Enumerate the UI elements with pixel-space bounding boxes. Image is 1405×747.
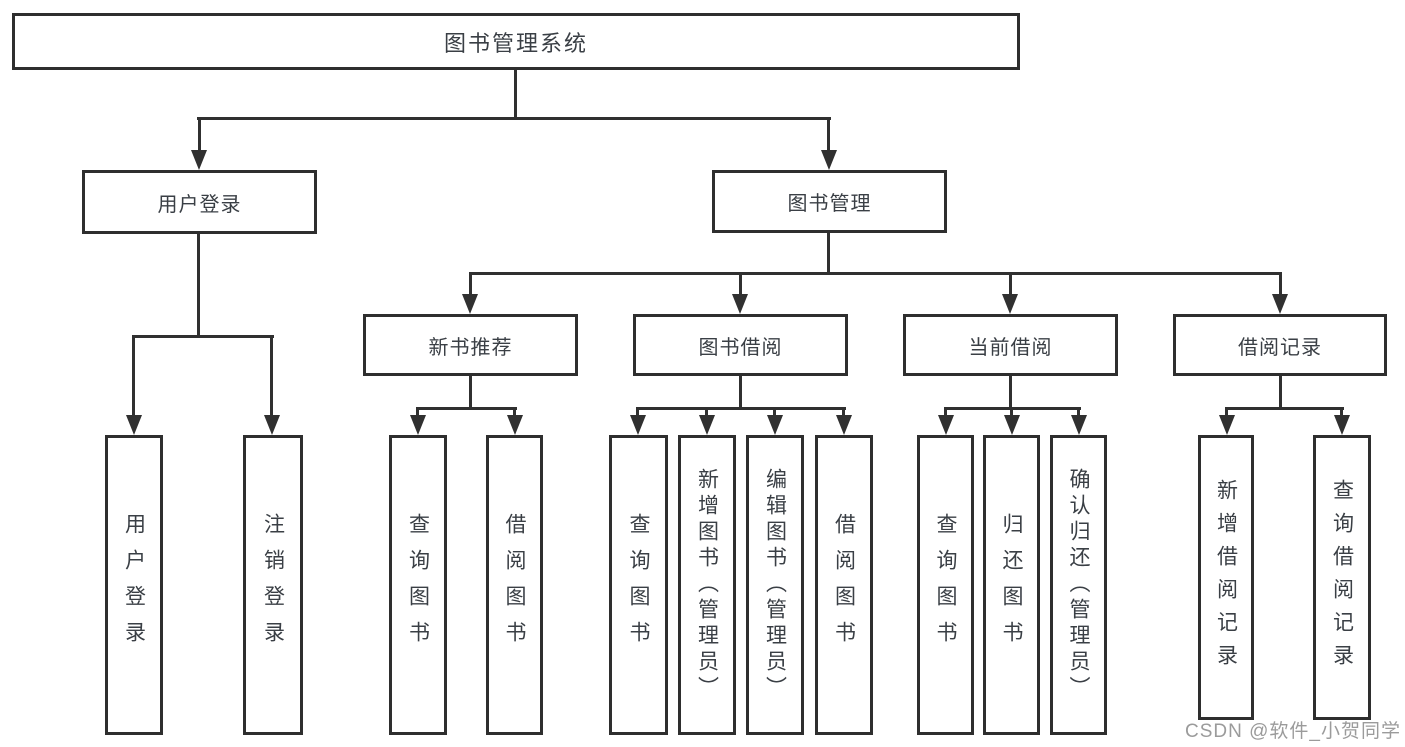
connector-line [842, 407, 845, 417]
node-label: 归还图书 [1000, 513, 1023, 657]
node-label: 查询图书 [406, 513, 430, 657]
node-label: 借阅图书 [832, 513, 856, 657]
arrow-down-icon [410, 415, 426, 435]
node-label: 借阅图书 [503, 513, 526, 657]
node-book-management: 图书管理 [712, 170, 947, 233]
node-label: 确认归还（管理员） [1067, 468, 1090, 702]
watermark: CSDN @软件_小贺同学 [1185, 721, 1401, 742]
connector-line [1279, 272, 1282, 296]
node-label: 新增图书（管理员） [695, 468, 719, 702]
node-new-book-recommend: 新书推荐 [363, 314, 578, 376]
arrow-down-icon [1219, 415, 1235, 435]
node-leaf-logout: 注销登录 [243, 435, 303, 735]
arrow-down-icon [507, 415, 523, 435]
connector-line [739, 272, 742, 296]
node-user-login: 用户登录 [82, 170, 317, 234]
connector-line [1077, 407, 1080, 417]
connector-line [636, 407, 846, 410]
connector-line [132, 335, 135, 417]
connector-line [416, 407, 517, 410]
node-leaf-user-login: 用户登录 [105, 435, 163, 735]
connector-line [1009, 376, 1012, 410]
arrow-down-icon [1272, 294, 1288, 314]
arrow-down-icon [836, 415, 852, 435]
arrow-down-icon [1002, 294, 1018, 314]
node-root: 图书管理系统 [12, 13, 1020, 70]
node-leaf-query-book-2: 查询图书 [609, 435, 668, 735]
node-label: 查询图书 [934, 513, 957, 657]
node-leaf-query-book-1: 查询图书 [389, 435, 447, 735]
arrow-down-icon [732, 294, 748, 314]
arrow-down-icon [938, 415, 954, 435]
connector-line [469, 272, 472, 296]
arrow-down-icon [126, 415, 142, 435]
arrow-down-icon [821, 150, 837, 170]
node-leaf-add-book: 新增图书（管理员） [678, 435, 736, 735]
node-borrow-records: 借阅记录 [1173, 314, 1387, 376]
connector-line [469, 376, 472, 410]
arrow-down-icon [767, 415, 783, 435]
node-leaf-query-book-3: 查询图书 [917, 435, 974, 735]
arrow-down-icon [1004, 415, 1020, 435]
node-leaf-return-book: 归还图书 [983, 435, 1040, 735]
arrow-down-icon [1071, 415, 1087, 435]
connector-line [1340, 407, 1343, 417]
connector-line [1010, 407, 1013, 417]
node-book-borrow: 图书借阅 [633, 314, 848, 376]
connector-line [827, 117, 830, 152]
node-leaf-query-record: 查询借阅记录 [1313, 435, 1371, 720]
arrow-down-icon [1334, 415, 1350, 435]
node-root-label: 图书管理系统 [443, 30, 588, 56]
node-leaf-confirm-return: 确认归还（管理员） [1050, 435, 1107, 735]
connector-line [513, 407, 516, 417]
connector-line [827, 233, 830, 275]
connector-line [705, 407, 708, 417]
node-label: 当前借阅 [968, 336, 1053, 359]
connector-line [1279, 376, 1282, 410]
connector-line [197, 234, 200, 338]
connector-line [1009, 272, 1012, 296]
node-label: 编辑图书（管理员） [763, 468, 787, 702]
node-label: 查询借阅记录 [1330, 478, 1354, 677]
node-label: 注销登录 [261, 513, 285, 657]
arrow-down-icon [191, 150, 207, 170]
connector-line [773, 407, 776, 417]
node-label: 图书管理 [787, 193, 872, 215]
connector-line [1225, 407, 1228, 417]
arrow-down-icon [264, 415, 280, 435]
node-leaf-edit-book: 编辑图书（管理员） [746, 435, 804, 735]
arrow-down-icon [699, 415, 715, 435]
connector-line [270, 335, 273, 417]
connector-line [198, 117, 201, 152]
connector-line [514, 70, 517, 118]
connector-line [944, 407, 947, 417]
node-label: 用户登录 [157, 193, 242, 216]
node-label: 新增借阅记录 [1214, 478, 1238, 677]
arrow-down-icon [630, 415, 646, 435]
node-label: 借阅记录 [1238, 336, 1322, 359]
node-leaf-borrow-book-2: 借阅图书 [815, 435, 873, 735]
node-label: 用户登录 [122, 513, 146, 657]
connector-line [132, 335, 274, 338]
node-current-borrow: 当前借阅 [903, 314, 1118, 376]
connector-line [469, 272, 1282, 275]
node-label: 新书推荐 [428, 336, 513, 359]
node-leaf-add-record: 新增借阅记录 [1198, 435, 1254, 720]
connector-line [416, 407, 419, 417]
connector-line [1225, 407, 1344, 410]
arrow-down-icon [462, 294, 478, 314]
node-leaf-borrow-book-1: 借阅图书 [486, 435, 543, 735]
connector-line [636, 407, 639, 417]
connector-line [739, 376, 742, 410]
connector-line [197, 117, 831, 120]
node-label: 图书借阅 [698, 336, 783, 359]
node-label: 查询图书 [627, 513, 650, 657]
